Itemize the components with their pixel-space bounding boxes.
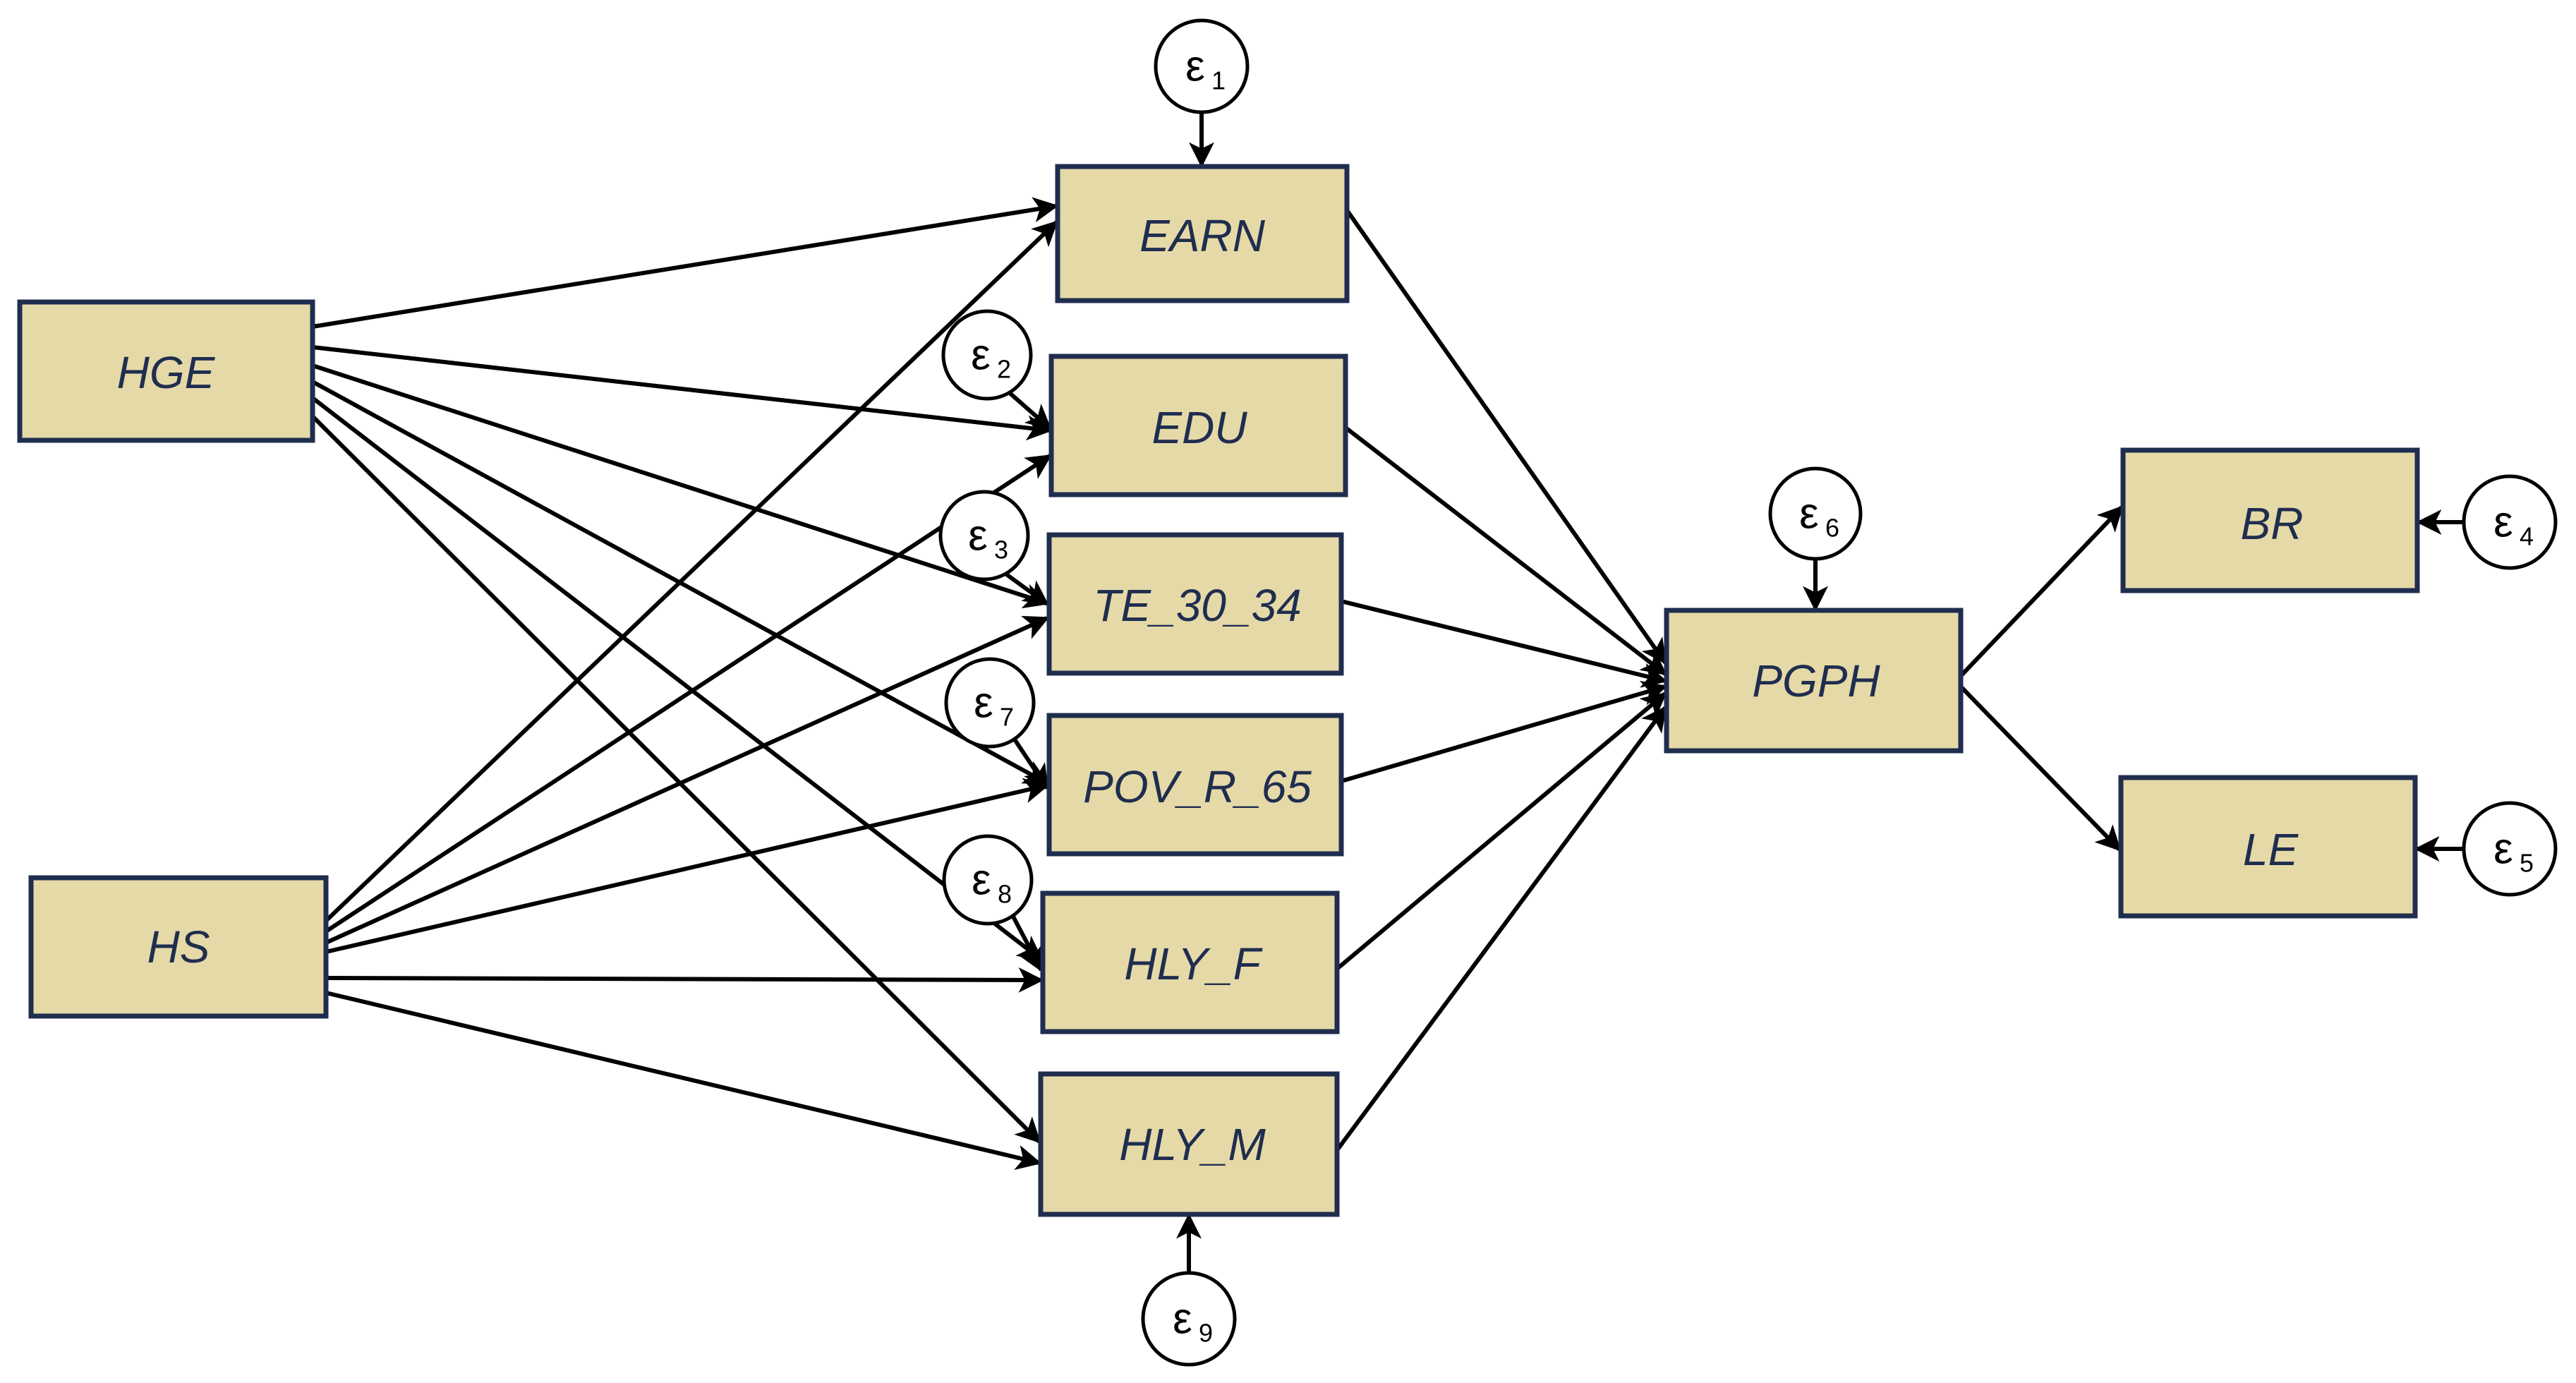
- arrow-hge-to-earn: [312, 197, 1059, 329]
- svg-text:ε: ε: [1173, 1295, 1192, 1343]
- error-e1: ε 1: [1154, 18, 1250, 114]
- node-hly-m-label: HLY_M: [1119, 1119, 1266, 1170]
- node-pgph-label: PGPH: [1752, 656, 1880, 706]
- svg-text:ε: ε: [971, 331, 991, 380]
- node-pgph: PGPH: [1664, 608, 1964, 754]
- node-br-label: BR: [2241, 498, 2304, 549]
- arrow-hs-to-earn: [324, 220, 1058, 923]
- svg-text:ε: ε: [1799, 490, 1819, 538]
- svg-text:ε: ε: [2493, 825, 2513, 874]
- error-e9: ε 9: [1141, 1271, 1237, 1367]
- arrow-pov-r-65-to-pgph: [1341, 680, 1668, 783]
- error-e7: ε 7: [944, 657, 1036, 749]
- svg-text:6: 6: [1825, 514, 1839, 543]
- arrow-hly-m-to-pgph: [1335, 706, 1667, 1152]
- node-earn-label: EARN: [1139, 210, 1266, 261]
- arrow-hge-to-edu: [312, 345, 1053, 441]
- svg-text:3: 3: [994, 536, 1008, 564]
- arrow-hge-to-te-30-34: [312, 363, 1050, 609]
- error-e8: ε 8: [942, 834, 1034, 926]
- node-pov-r-65: POV_R_65: [1046, 713, 1344, 857]
- arrow-hge-to-hly-m: [310, 414, 1041, 1144]
- node-te-30-34-label: TE_30_34: [1093, 580, 1301, 631]
- path-arrows: [310, 112, 2464, 1273]
- arrow-hs-to-edu: [325, 454, 1053, 934]
- node-hs-label: HS: [147, 922, 210, 972]
- error-e2: ε 2: [941, 309, 1033, 401]
- node-hs: HS: [28, 875, 329, 1019]
- node-hge-label: HGE: [117, 347, 216, 398]
- svg-text:ε: ε: [1185, 42, 1205, 91]
- arrow-hge-to-hly-f: [311, 396, 1044, 962]
- svg-text:8: 8: [998, 880, 1012, 909]
- error-e4: ε 4: [2462, 474, 2558, 570]
- node-edu-label: EDU: [1151, 402, 1247, 453]
- error-e5: ε 5: [2462, 801, 2558, 897]
- node-hly-f: HLY_F: [1040, 890, 1340, 1034]
- node-te-30-34: TE_30_34: [1046, 532, 1344, 676]
- arrow-edu-to-pgph: [1344, 425, 1667, 676]
- arrow-hly-f-to-pgph: [1336, 692, 1667, 971]
- svg-text:ε: ε: [974, 679, 993, 727]
- node-le-label: LE: [2243, 824, 2299, 875]
- node-edu: EDU: [1048, 354, 1348, 497]
- arrow-e2-to-edu: [1008, 390, 1052, 430]
- node-earn: EARN: [1055, 164, 1350, 303]
- node-hly-f-label: HLY_F: [1124, 938, 1263, 989]
- node-br: BR: [2120, 447, 2420, 593]
- arrow-pgph-to-le: [1959, 684, 2122, 852]
- svg-text:ε: ε: [972, 856, 991, 905]
- svg-text:4: 4: [2520, 522, 2534, 551]
- svg-text:ε: ε: [968, 512, 988, 560]
- arrow-hs-to-hly-m: [325, 991, 1042, 1170]
- arrow-earn-to-pgph: [1345, 209, 1667, 665]
- arrow-hs-to-pov-r-65: [325, 778, 1050, 954]
- arrow-e7-to-pov-r-65: [1012, 738, 1049, 790]
- svg-text:ε: ε: [2493, 498, 2513, 547]
- arrow-e8-to-hly-f: [1011, 915, 1044, 973]
- node-pov-r-65-label: POV_R_65: [1083, 761, 1312, 812]
- svg-text:1: 1: [1211, 66, 1226, 95]
- svg-text:5: 5: [2520, 849, 2534, 878]
- error-e6: ε 6: [1768, 466, 1863, 561]
- node-hge: HGE: [17, 299, 315, 443]
- svg-text:7: 7: [1000, 703, 1014, 732]
- svg-text:2: 2: [997, 355, 1011, 384]
- arrow-te-30-34-to-pgph: [1341, 599, 1668, 688]
- node-le: LE: [2118, 775, 2418, 919]
- arrow-hs-to-te-30-34: [325, 615, 1050, 945]
- error-e3: ε 3: [938, 490, 1030, 581]
- arrow-e3-to-te-30-34: [1004, 572, 1049, 606]
- node-hly-m: HLY_M: [1038, 1071, 1340, 1217]
- arrow-hs-to-hly-f: [325, 967, 1044, 993]
- svg-text:9: 9: [1199, 1319, 1213, 1348]
- arrow-pgph-to-br: [1959, 505, 2124, 678]
